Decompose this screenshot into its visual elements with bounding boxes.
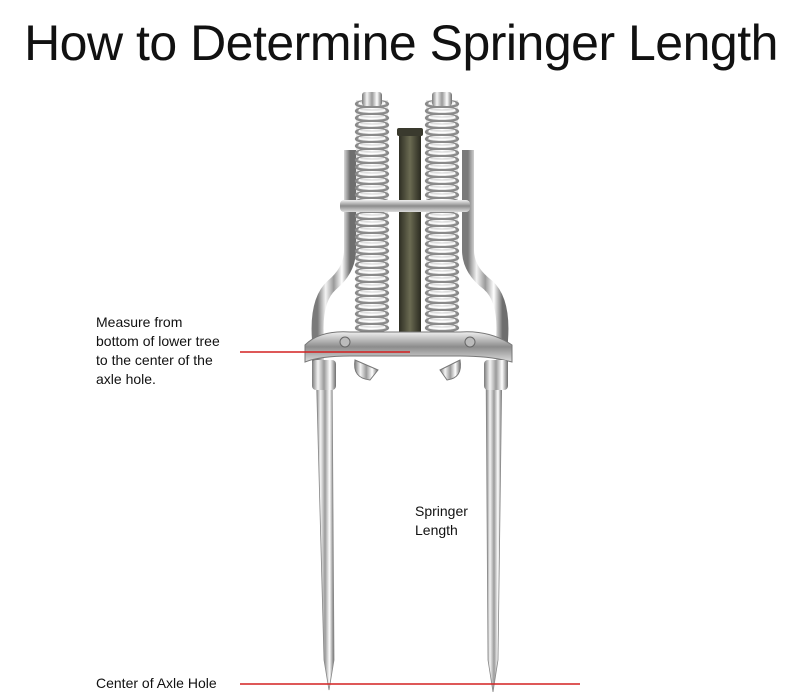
springer-length-label: Springer Length xyxy=(415,502,468,540)
right-spring xyxy=(424,92,460,333)
measure-note: Measure from bottom of lower tree to the… xyxy=(96,313,220,389)
measure-note-line: to the center of the xyxy=(96,352,213,368)
axle-hole-label: Center of Axle Hole xyxy=(96,675,217,691)
measure-note-line: axle hole. xyxy=(96,371,156,387)
measure-note-line: Measure from xyxy=(96,314,183,330)
steering-stem xyxy=(397,128,423,332)
springer-length-line: Springer xyxy=(415,503,468,519)
upper-bracket xyxy=(340,200,470,212)
lower-tree xyxy=(304,331,513,381)
fork-rear-legs xyxy=(311,150,509,380)
springer-length-line: Length xyxy=(415,522,458,538)
page-title: How to Determine Springer Length xyxy=(24,15,778,71)
left-spring xyxy=(354,92,390,333)
fork-front-legs xyxy=(312,360,508,693)
measure-note-line: bottom of lower tree xyxy=(96,333,220,349)
